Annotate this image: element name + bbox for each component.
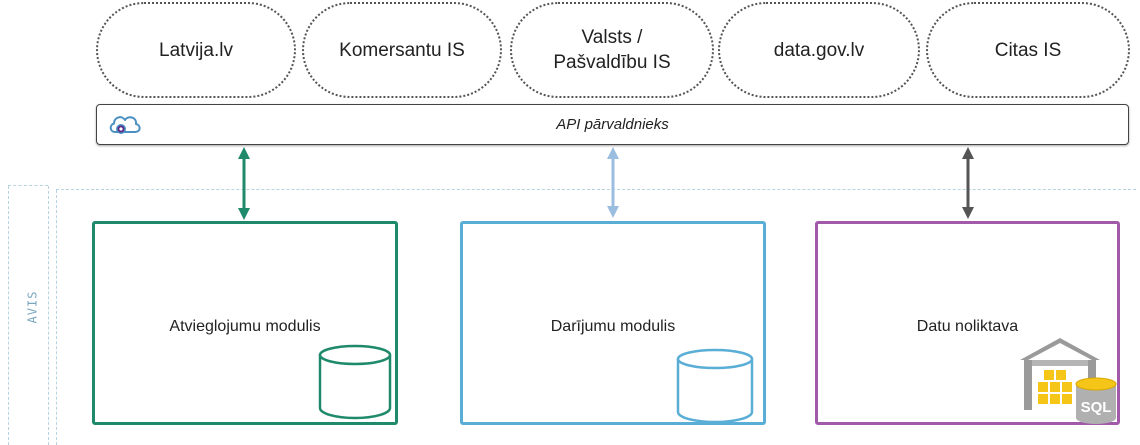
avis-boundary-left-mid: [48, 186, 49, 445]
module-datu-noliktava[interactable]: Datu noliktava SQL: [815, 221, 1120, 425]
cloud-icon: [109, 116, 141, 134]
system-citas-is[interactable]: Citas IS: [926, 2, 1130, 98]
avis-boundary-top-outer: [8, 185, 48, 186]
system-data-gov-lv[interactable]: data.gov.lv: [718, 2, 920, 98]
system-komersantu-is[interactable]: Komersantu IS: [302, 2, 502, 98]
module-label: Datu noliktava: [916, 318, 1019, 335]
system-label: Komersantu IS: [339, 39, 465, 61]
sql-warehouse-icon: SQL: [1020, 338, 1117, 424]
api-manager-label: API pārvaldnieks: [556, 116, 669, 133]
system-valsts-pasvaldibu-is[interactable]: Valsts / Pašvaldību IS: [510, 2, 714, 98]
system-label: Latvija.lv: [159, 39, 233, 61]
database-icon: [676, 348, 754, 424]
arrow-datu-noliktava: [962, 147, 974, 219]
avis-boundary-top-inner: [56, 189, 1136, 190]
system-latvija-lv[interactable]: Latvija.lv: [96, 2, 296, 98]
system-label: Valsts / Pašvaldību IS: [553, 27, 671, 73]
module-label: Atvieglojumu modulis: [169, 318, 321, 335]
arrow-atvieglojumu: [238, 147, 250, 220]
arrow-darijumu: [607, 147, 619, 218]
avis-boundary-left-outer: [8, 186, 9, 445]
system-label: data.gov.lv: [773, 39, 865, 61]
api-manager-bar[interactable]: API pārvaldnieks: [96, 104, 1129, 145]
module-label: Darījumu modulis: [550, 318, 676, 335]
avis-boundary-left-inner: [56, 190, 57, 445]
database-icon: [318, 344, 392, 420]
module-darijumu[interactable]: Darījumu modulis: [460, 221, 766, 425]
module-atvieglojumu[interactable]: Atvieglojumu modulis: [92, 221, 398, 425]
system-label: Citas IS: [994, 39, 1062, 61]
sql-label: SQL: [1081, 399, 1112, 416]
